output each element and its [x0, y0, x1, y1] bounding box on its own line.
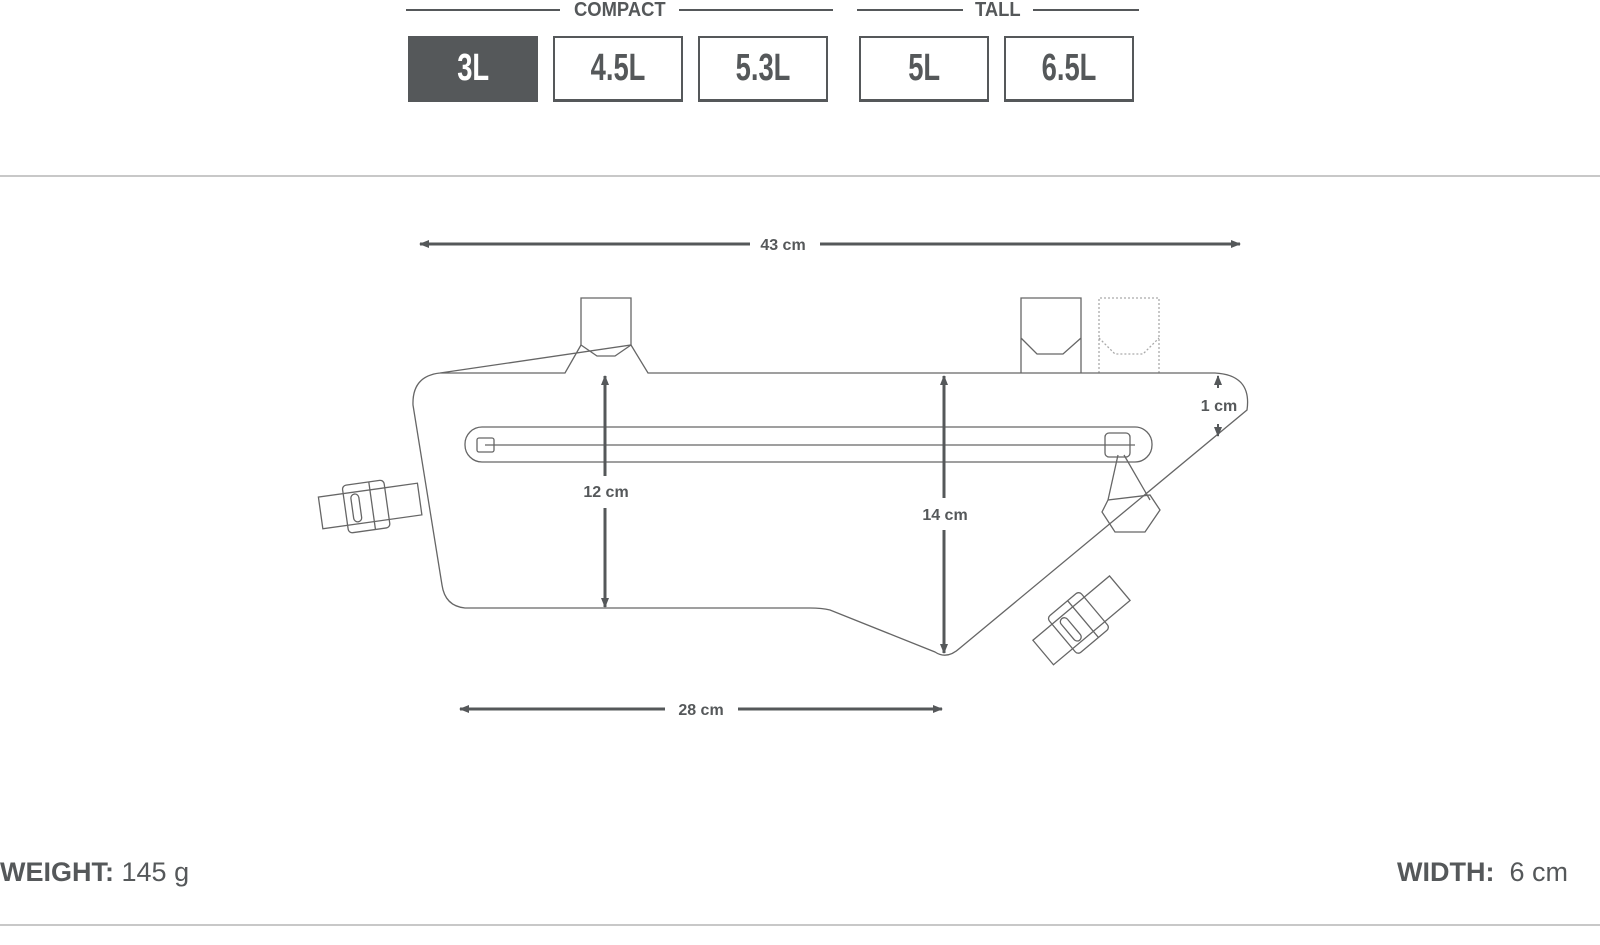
weight-value: 145 g [121, 857, 190, 887]
size-label: 6.5L [1041, 47, 1097, 89]
size-button-4-5l[interactable]: 4.5L [553, 36, 683, 102]
rear-height-label: 14 cm [922, 507, 967, 524]
width-value: 6 cm [1509, 857, 1568, 887]
length-label: 43 cm [760, 237, 805, 254]
bag-body [412, 344, 1249, 656]
size-label: 4.5L [590, 47, 646, 89]
zipper-pull-icon [1101, 454, 1161, 533]
compact-group-label: COMPACT [573, 0, 666, 21]
bottom-strap-buckle [1031, 575, 1131, 666]
zipper-end-icon [476, 437, 495, 453]
size-button-3l[interactable]: 3L [408, 36, 538, 102]
weight-label: WEIGHT: [0, 857, 114, 887]
tall-group-header: TALL [857, 0, 1140, 21]
left-strap-buckle [317, 479, 423, 534]
divider-bottom [0, 924, 1600, 926]
size-label: 3L [457, 47, 489, 89]
rear-strap-tab [1020, 297, 1082, 373]
zipper-track [464, 426, 1153, 463]
rear-strap-tab-alt [1098, 297, 1160, 373]
compact-group-header: COMPACT [406, 0, 833, 21]
tall-group-label: TALL [975, 0, 1021, 21]
width-label: WIDTH: [1397, 857, 1495, 887]
size-button-5l[interactable]: 5L [859, 36, 989, 102]
bottom-length-label: 28 cm [678, 702, 723, 719]
size-button-6-5l[interactable]: 6.5L [1004, 36, 1134, 102]
front-strap-tab [580, 297, 632, 357]
size-label: 5L [908, 47, 940, 89]
size-label: 5.3L [735, 47, 791, 89]
weight-spec: WEIGHT: 145 g [0, 857, 189, 888]
bag-outline [317, 297, 1249, 666]
front-height-label: 12 cm [583, 484, 628, 501]
divider-top [0, 175, 1600, 177]
top-offset-label: 1 cm [1201, 398, 1237, 415]
size-button-5-3l[interactable]: 5.3L [698, 36, 828, 102]
width-spec: WIDTH: 6 cm [1397, 857, 1568, 888]
